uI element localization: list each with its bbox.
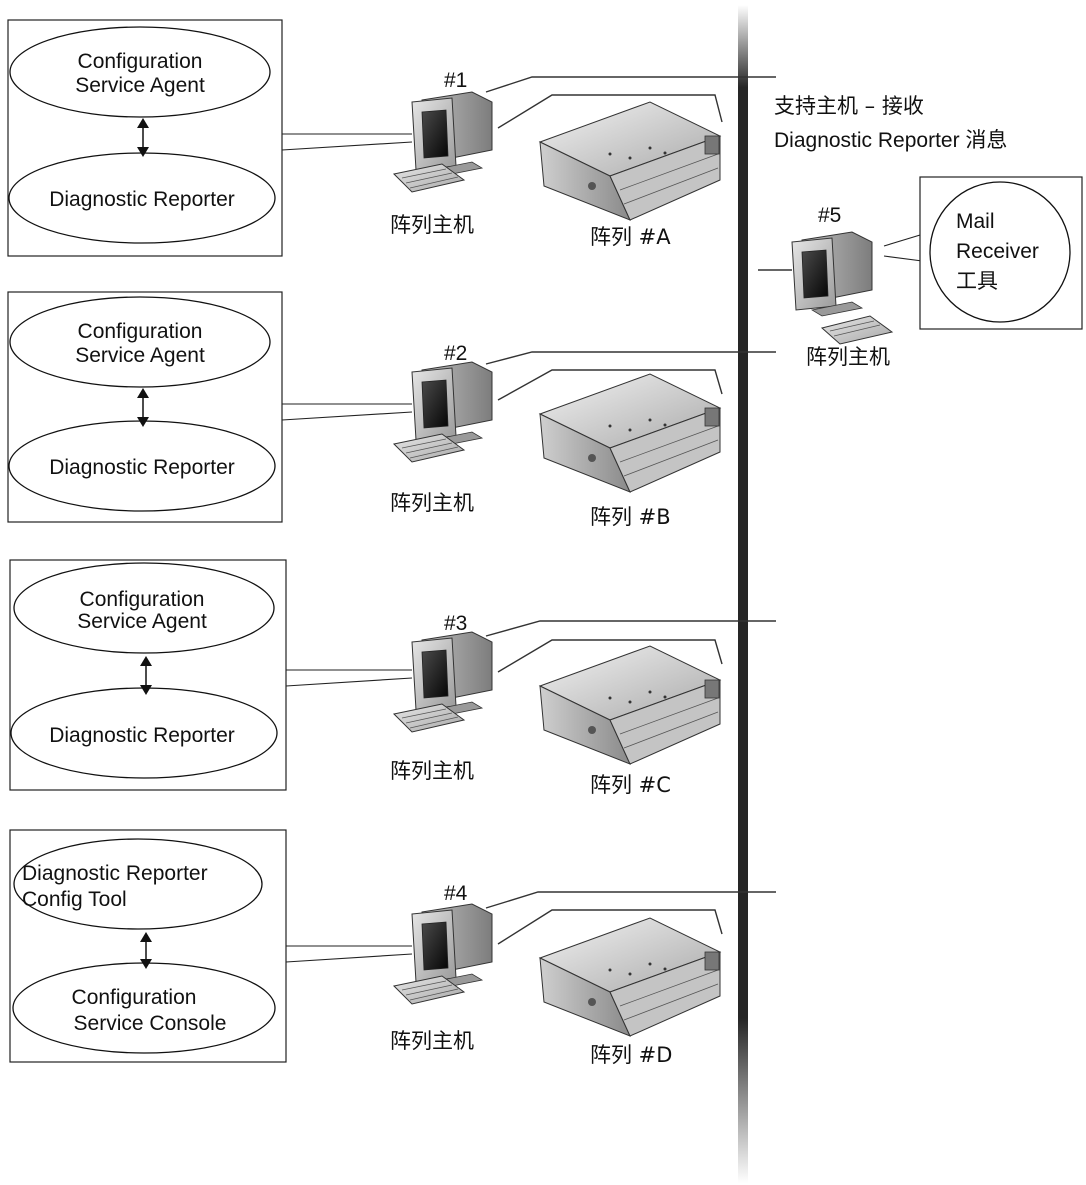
bus-link [485,76,776,93]
array-link [497,94,723,129]
component-top-line1: Configuration [80,588,205,611]
mail-tool-circle [929,181,1071,323]
mail-tool-line1: Mail [956,210,995,233]
component-ellipse-top [9,296,271,388]
panel-connector [281,411,413,421]
host-row-1: Configuration Service Agent Diagnostic R… [7,19,776,257]
host-label: 阵列主机 [390,759,474,783]
component-bottom-line1: Diagnostic Reporter [49,724,235,747]
component-bottom-line1: Configuration [72,986,197,1009]
array-label: 阵列 #A [590,225,671,249]
network-bus [738,5,748,1183]
array-link [497,909,723,945]
component-top-line2: Config Tool [22,888,127,911]
host-row-2: Configuration Service Agent Diagnostic R… [7,291,776,529]
bidirectional-arrow-icon [137,388,149,427]
component-top-line1: Configuration [78,320,203,343]
host-number: #2 [444,342,467,365]
component-ellipse-top [13,838,263,930]
support-host-computer-icon [791,231,894,345]
array-label: 阵列 #D [590,1043,672,1067]
host-number: #1 [444,69,467,92]
support-host: #5 阵列主机 Mail Receiver 工具 [758,176,1083,369]
host-computer-icon [392,903,493,1005]
host-computer-icon [392,91,493,193]
host-number: #3 [444,612,467,635]
component-bottom-line2: Service Console [74,1012,227,1035]
mail-tool-line2: Receiver [956,240,1039,263]
host-number: #4 [444,882,468,905]
host-computer-icon [392,361,493,463]
panel-connector [281,141,413,151]
component-top-line1: Configuration [78,50,203,73]
support-host-label-line2: Diagnostic Reporter 消息 [774,129,1007,152]
bus-link [485,891,776,909]
host-label: 阵列主机 [390,1029,474,1053]
support-host-label-line1: 支持主机 – 接收 [774,94,924,118]
component-top-line2: Service Agent [77,610,207,633]
host-row-4: Diagnostic Reporter Config Tool Configur… [9,829,776,1067]
panel-connector [285,677,413,687]
array-link [497,369,723,401]
bus-link [485,351,776,365]
support-host-number: #5 [818,204,841,227]
storage-array-icon [538,101,722,221]
component-top-line2: Service Agent [75,74,205,97]
component-bottom-line1: Diagnostic Reporter [49,456,235,479]
bus-link [485,620,776,637]
host-label: 阵列主机 [390,491,474,515]
component-ellipse-top [9,26,271,118]
component-top-line1: Diagnostic Reporter [22,862,208,885]
component-bottom-line1: Diagnostic Reporter [49,188,235,211]
array-label: 阵列 #B [590,505,671,529]
component-ellipse-top [13,562,275,654]
host-row-3: Configuration Service Agent Diagnostic R… [9,559,776,797]
bidirectional-arrow-icon [140,932,152,969]
bidirectional-arrow-icon [140,656,152,695]
mail-tool-line3: 工具 [956,269,998,293]
support-host-label: 阵列主机 [806,345,890,369]
storage-array-icon [538,373,722,493]
component-top-line2: Service Agent [75,344,205,367]
host-computer-icon [392,631,493,733]
storage-array-icon [538,917,722,1037]
array-link [497,639,723,673]
bidirectional-arrow-icon [137,118,149,157]
storage-array-icon [538,645,722,765]
panel-connector [285,953,413,963]
array-label: 阵列 #C [590,773,671,797]
host-label: 阵列主机 [390,213,474,237]
